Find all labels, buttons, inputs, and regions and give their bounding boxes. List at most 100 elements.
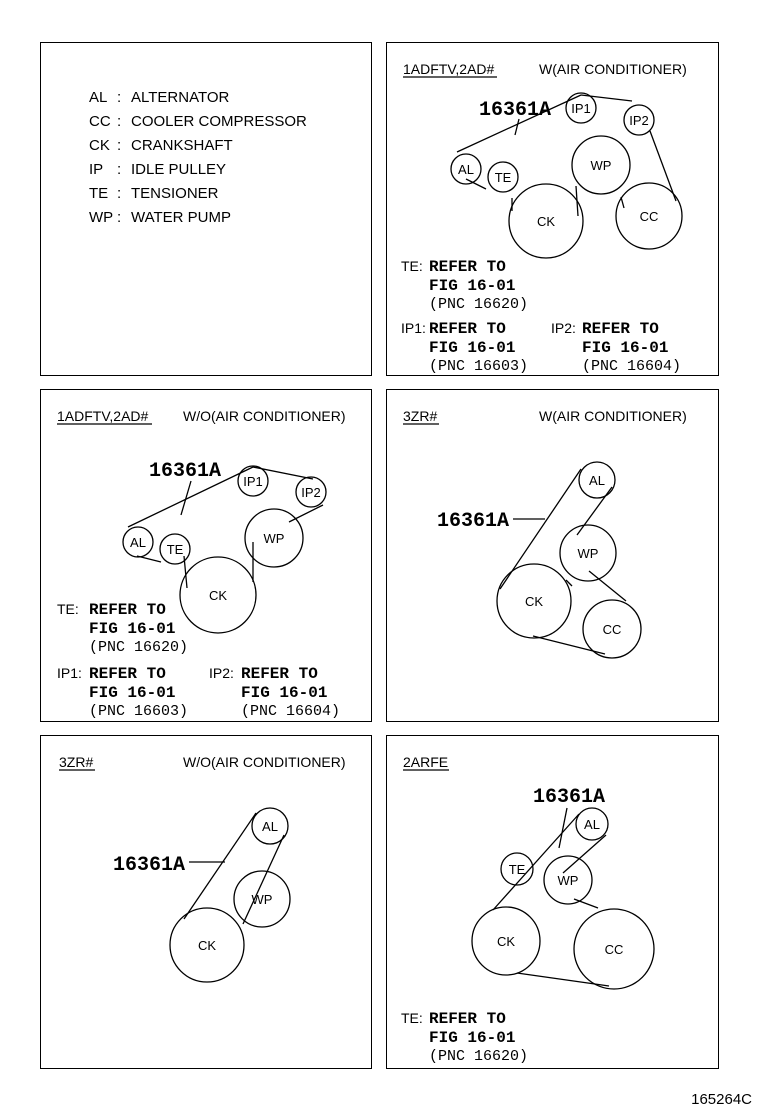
legend-row: WP : WATER PUMP [89, 209, 231, 226]
refer-to: REFER TO [429, 320, 506, 338]
engine-label: 1ADFTV,2AD# [403, 61, 495, 77]
belt-diagram-2: 1ADFTV,2AD# W/O(AIR CONDITIONER) IP1 IP2… [57, 408, 346, 720]
wp-pulley: WP [233, 870, 291, 928]
te-pulley: TE [487, 161, 519, 193]
te-pulley: TE [159, 533, 191, 565]
ip1-label: IP1 [571, 101, 591, 116]
wp-label: WP [252, 892, 273, 907]
engine-label: 3ZR# [59, 754, 93, 770]
te-prefix: TE: [57, 601, 79, 617]
ip1-prefix: IP1: [401, 320, 426, 336]
te-prefix: TE: [401, 258, 423, 274]
legend-name: WATER PUMP [131, 209, 231, 226]
ck-pulley: CK [508, 183, 584, 259]
legend-name: TENSIONER [131, 185, 219, 202]
cc-label: CC [603, 622, 622, 637]
legend-row: TE : TENSIONER [89, 185, 219, 202]
legend-name: CRANKSHAFT [131, 137, 233, 154]
ip2-reference: IP2: REFER TO FIG 16-01 (PNC 16604) [551, 320, 681, 375]
al-pulley: AL [450, 153, 482, 185]
al-label: AL [589, 473, 605, 488]
al-label: AL [458, 162, 474, 177]
ck-pulley: CK [471, 906, 541, 976]
legend-code: CK [89, 137, 110, 154]
legend-svg: AL : ALTERNATOR CC : COOLER COMPRESSOR C… [89, 89, 307, 226]
cc-pulley: CC [615, 182, 683, 250]
te-reference: TE: REFER TO FIG 16-01 (PNC 16620) [401, 1010, 528, 1065]
te-label: TE [495, 170, 512, 185]
pnc-ref: (PNC 16620) [89, 639, 188, 656]
al-label: AL [262, 819, 278, 834]
legend-row: CC : COOLER COMPRESSOR [89, 113, 307, 130]
belt-diagram-1: 1ADFTV,2AD# W(AIR CONDITIONER) IP1 IP2 A… [401, 61, 687, 375]
pnc-ref: (PNC 16603) [89, 703, 188, 720]
legend-code: AL [89, 89, 107, 106]
diagram-panel-1: 1ADFTV,2AD# W(AIR CONDITIONER) IP1 IP2 A… [386, 42, 719, 376]
ck-pulley: CK [179, 556, 257, 634]
ck-pulley: CK [496, 563, 572, 639]
ip2-pulley: IP2 [295, 476, 327, 508]
cc-pulley: CC [582, 599, 642, 659]
belt [183, 812, 285, 925]
legend-row: CK : CRANKSHAFT [89, 137, 233, 154]
te-reference: TE: REFER TO FIG 16-01 (PNC 16620) [57, 601, 188, 656]
wp-pulley: WP [571, 135, 631, 195]
fig-ref: FIG 16-01 [89, 684, 175, 702]
condition-label: W(AIR CONDITIONER) [539, 408, 687, 424]
te-label: TE [167, 542, 184, 557]
wp-label: WP [591, 158, 612, 173]
engine-label: 2ARFE [403, 754, 448, 770]
cc-label: CC [640, 209, 659, 224]
te-label: TE [509, 862, 526, 877]
condition-label: W/O(AIR CONDITIONER) [183, 408, 346, 424]
legend-code: IP [89, 161, 103, 178]
legend-sep: : [117, 209, 121, 226]
ck-label: CK [525, 594, 543, 609]
pnc-ref: (PNC 16620) [429, 1048, 528, 1065]
refer-to: REFER TO [582, 320, 659, 338]
pnc-ref: (PNC 16604) [241, 703, 340, 720]
belt-diagram-3: 3ZR# W(AIR CONDITIONER) AL WP CK CC 1636… [403, 408, 687, 659]
refer-to: REFER TO [241, 665, 318, 683]
ip2-pulley: IP2 [623, 104, 655, 136]
legend-code: WP [89, 209, 113, 226]
diagram-panel-3: 3ZR# W(AIR CONDITIONER) AL WP CK CC 1636… [386, 389, 719, 722]
al-label: AL [130, 535, 146, 550]
ck-label: CK [497, 934, 515, 949]
part-leader [558, 807, 568, 849]
al-pulley: AL [578, 461, 616, 499]
fig-ref: FIG 16-01 [582, 339, 668, 357]
ip1-label: IP1 [243, 474, 263, 489]
ck-label: CK [537, 214, 555, 229]
ip1-prefix: IP1: [57, 665, 82, 681]
condition-label: W/O(AIR CONDITIONER) [183, 754, 346, 770]
diagram-panel-4: 3ZR# W/O(AIR CONDITIONER) AL WP CK 16361… [40, 735, 372, 1069]
pnc-ref: (PNC 16603) [429, 358, 528, 375]
legend-sep: : [117, 113, 121, 130]
ip1-reference: IP1: REFER TO FIG 16-01 (PNC 16603) [57, 665, 188, 720]
condition-label: W(AIR CONDITIONER) [539, 61, 687, 77]
part-leader [514, 118, 520, 136]
cc-pulley: CC [573, 908, 655, 990]
legend-sep: : [117, 89, 121, 106]
ip1-reference: IP1: REFER TO FIG 16-01 (PNC 16603) [401, 320, 528, 375]
cc-label: CC [605, 942, 624, 957]
wp-pulley: WP [543, 855, 593, 905]
legend-sep: : [117, 137, 121, 154]
belt-diagram-4: 3ZR# W/O(AIR CONDITIONER) AL WP CK 16361… [59, 754, 346, 983]
ip2-label: IP2 [629, 113, 649, 128]
ip1-pulley: IP1 [237, 465, 269, 497]
part-number: 16361A [479, 99, 551, 122]
refer-to: REFER TO [89, 601, 166, 619]
legend-row: AL : ALTERNATOR [89, 89, 230, 106]
belt [127, 466, 324, 589]
fig-ref: FIG 16-01 [429, 1029, 515, 1047]
legend-name: IDLE PULLEY [131, 161, 226, 178]
refer-to: REFER TO [89, 665, 166, 683]
ip2-prefix: IP2: [551, 320, 576, 336]
pnc-ref: (PNC 16604) [582, 358, 681, 375]
legend-sep: : [117, 185, 121, 202]
fig-ref: FIG 16-01 [429, 277, 515, 295]
fig-ref: FIG 16-01 [89, 620, 175, 638]
legend-code: TE [89, 185, 108, 202]
